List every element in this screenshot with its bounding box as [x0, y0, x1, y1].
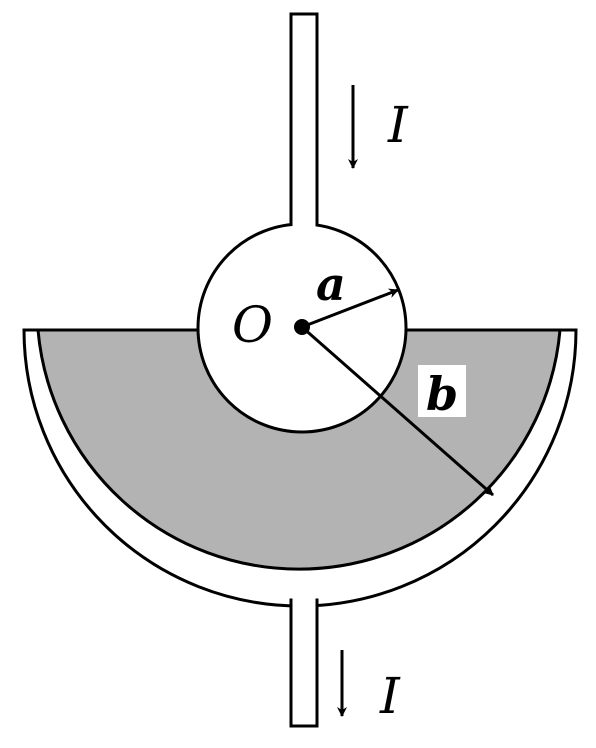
- inner-radius-label: a: [316, 257, 346, 311]
- label-b-backdrop: [418, 365, 466, 417]
- top-wire: [289, 12, 319, 231]
- center-point: [294, 319, 310, 335]
- radius-b-arrow: [301, 325, 494, 497]
- outer-radius-label: b: [426, 367, 458, 421]
- bottom-wire-joint-cover: [292, 590, 316, 606]
- bottom-wire: [289, 598, 319, 728]
- center-label: O: [232, 296, 273, 354]
- radius-a-arrow: [301, 288, 399, 329]
- current-label-top: I: [387, 96, 409, 154]
- wire-joint-cover: [292, 215, 316, 235]
- current-label-bottom: I: [379, 667, 401, 725]
